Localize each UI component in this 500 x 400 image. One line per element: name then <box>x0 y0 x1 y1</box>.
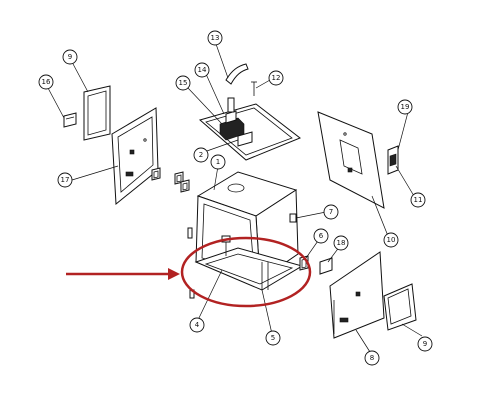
part-gaskets <box>151 167 190 193</box>
svg-text:6: 6 <box>319 232 324 240</box>
part-19-bracket <box>387 145 399 175</box>
callout-16: 16 <box>38 74 54 90</box>
callout-9-bottom: 9 <box>417 336 433 352</box>
svg-text:2: 2 <box>199 151 203 159</box>
callout-8: 8 <box>364 350 380 366</box>
svg-text:9: 9 <box>68 53 72 61</box>
callout-17: 17 <box>57 172 73 188</box>
callout-7: 7 <box>323 204 339 220</box>
svg-text:17: 17 <box>61 176 70 184</box>
part-8-front-panel <box>329 251 385 339</box>
svg-text:13: 13 <box>211 34 220 42</box>
svg-text:1: 1 <box>216 158 220 166</box>
callout-18: 18 <box>333 235 349 251</box>
part-9-top-panel <box>83 85 111 141</box>
svg-text:12: 12 <box>272 74 281 82</box>
callout-2: 2 <box>193 147 209 163</box>
callout-4: 4 <box>189 317 205 333</box>
svg-text:7: 7 <box>329 208 333 216</box>
svg-text:11: 11 <box>414 196 423 204</box>
part-12-screw <box>251 81 257 96</box>
svg-text:19: 19 <box>401 103 410 111</box>
part-9-bottom-panel <box>383 283 417 331</box>
svg-text:5: 5 <box>271 334 275 342</box>
part-16-plate <box>63 112 77 128</box>
red-arrow-head <box>168 268 180 280</box>
svg-text:4: 4 <box>195 321 200 329</box>
callout-13: 13 <box>207 30 223 46</box>
callout-1: 1 <box>210 154 226 170</box>
top-mounting-plate <box>198 103 301 161</box>
callout-14: 14 <box>194 62 210 78</box>
svg-text:10: 10 <box>387 236 396 244</box>
part-17-left-side-panel <box>111 107 159 206</box>
leader-lines <box>47 43 423 353</box>
part-14-15-valve-assembly <box>219 97 253 147</box>
svg-text:8: 8 <box>370 354 374 362</box>
callout-10: 10 <box>383 232 399 248</box>
callout-15: 15 <box>175 75 191 91</box>
red-highlight-ellipse <box>180 236 312 308</box>
svg-text:9: 9 <box>423 340 427 348</box>
svg-text:14: 14 <box>198 66 207 74</box>
part-10-right-side-panel <box>317 111 385 209</box>
svg-text:18: 18 <box>337 239 346 247</box>
callouts: 9 16 17 13 14 15 12 2 <box>38 30 433 366</box>
callout-5: 5 <box>265 330 281 346</box>
callout-9-top: 9 <box>62 49 78 65</box>
svg-text:15: 15 <box>179 79 188 87</box>
callout-12: 12 <box>268 70 284 86</box>
highlight-annotation <box>66 236 312 308</box>
callout-6: 6 <box>313 228 329 244</box>
part-13-hose <box>225 63 249 85</box>
part-18-spacer <box>319 257 333 275</box>
callout-11: 11 <box>410 192 426 208</box>
part-5-support <box>261 262 269 290</box>
svg-text:16: 16 <box>42 78 51 86</box>
callout-19: 19 <box>397 99 413 115</box>
